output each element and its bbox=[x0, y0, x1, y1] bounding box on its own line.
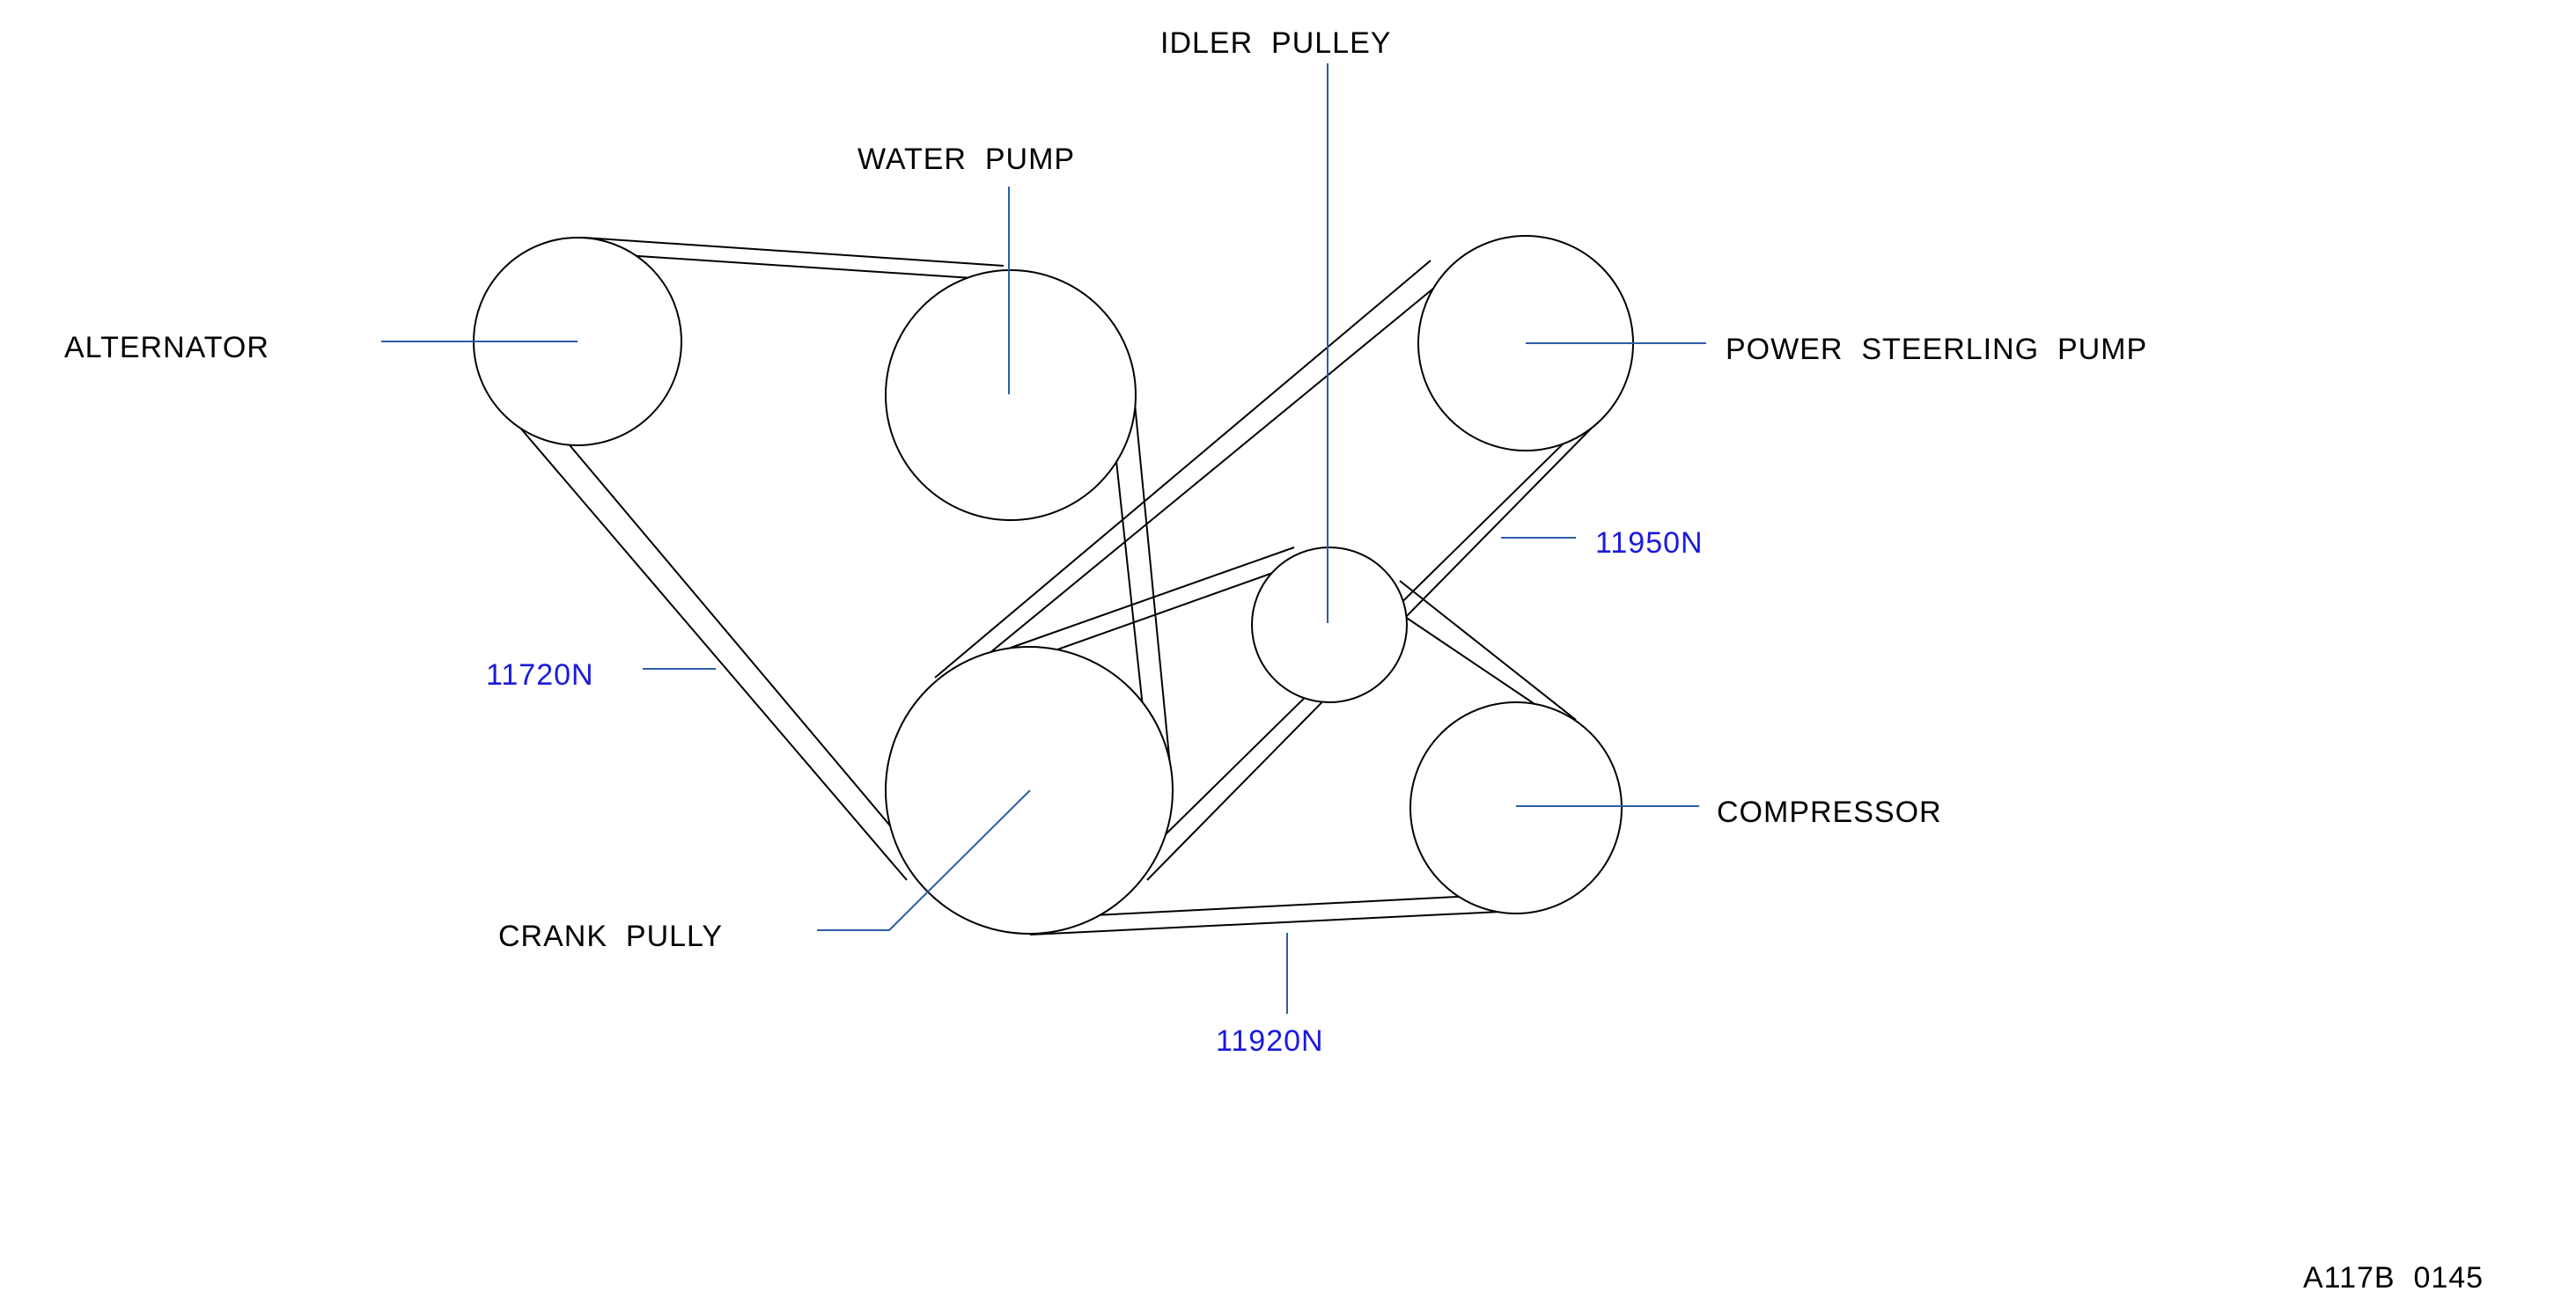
idler-pulley bbox=[1251, 547, 1408, 703]
belt-11720n-inner-right bbox=[1114, 444, 1145, 724]
belt-11720n-part-number: 11720N bbox=[486, 658, 594, 692]
belt-11950n-part-number: 11950N bbox=[1595, 526, 1704, 560]
belt-11950n-inner-left bbox=[978, 279, 1445, 663]
belt-11720n bbox=[503, 237, 1172, 881]
alternator-label: ALTERNATOR bbox=[64, 331, 269, 364]
belt-11950n-outer-left bbox=[934, 260, 1432, 679]
water-pump-pulley bbox=[885, 269, 1137, 521]
water-pump-label: WATER PUMP bbox=[857, 143, 1075, 176]
idler-pulley-label: IDLER PULLEY bbox=[1160, 26, 1391, 60]
belt-11720n-outer-top bbox=[583, 237, 1005, 267]
drawing-code: A117B 0145 bbox=[2303, 1261, 2484, 1295]
belt-11720n-outer-left bbox=[503, 407, 908, 881]
belt-11720n-inner-left bbox=[527, 395, 918, 859]
belt-11920n-idler-top-outer bbox=[1010, 547, 1295, 649]
belt-11920n-bottom-inner bbox=[1093, 895, 1476, 916]
belt-11920n-part-number: 11920N bbox=[1216, 1024, 1324, 1058]
belt-11920n-idler-comp-outer bbox=[1399, 580, 1577, 721]
power-steering-pump-label: POWER STEERLING PUMP bbox=[1726, 333, 2147, 366]
crank-pulley-label: CRANK PULLY bbox=[498, 920, 723, 953]
belt-11720n-outer-right bbox=[1132, 385, 1172, 775]
belt-11720n-inner-top bbox=[624, 254, 974, 279]
crank-pulley-leader bbox=[817, 789, 1031, 931]
compressor-pulley bbox=[1409, 701, 1623, 914]
belt-11920n-bottom-outer bbox=[1029, 909, 1537, 935]
compressor-label: COMPRESSOR bbox=[1717, 796, 1942, 829]
